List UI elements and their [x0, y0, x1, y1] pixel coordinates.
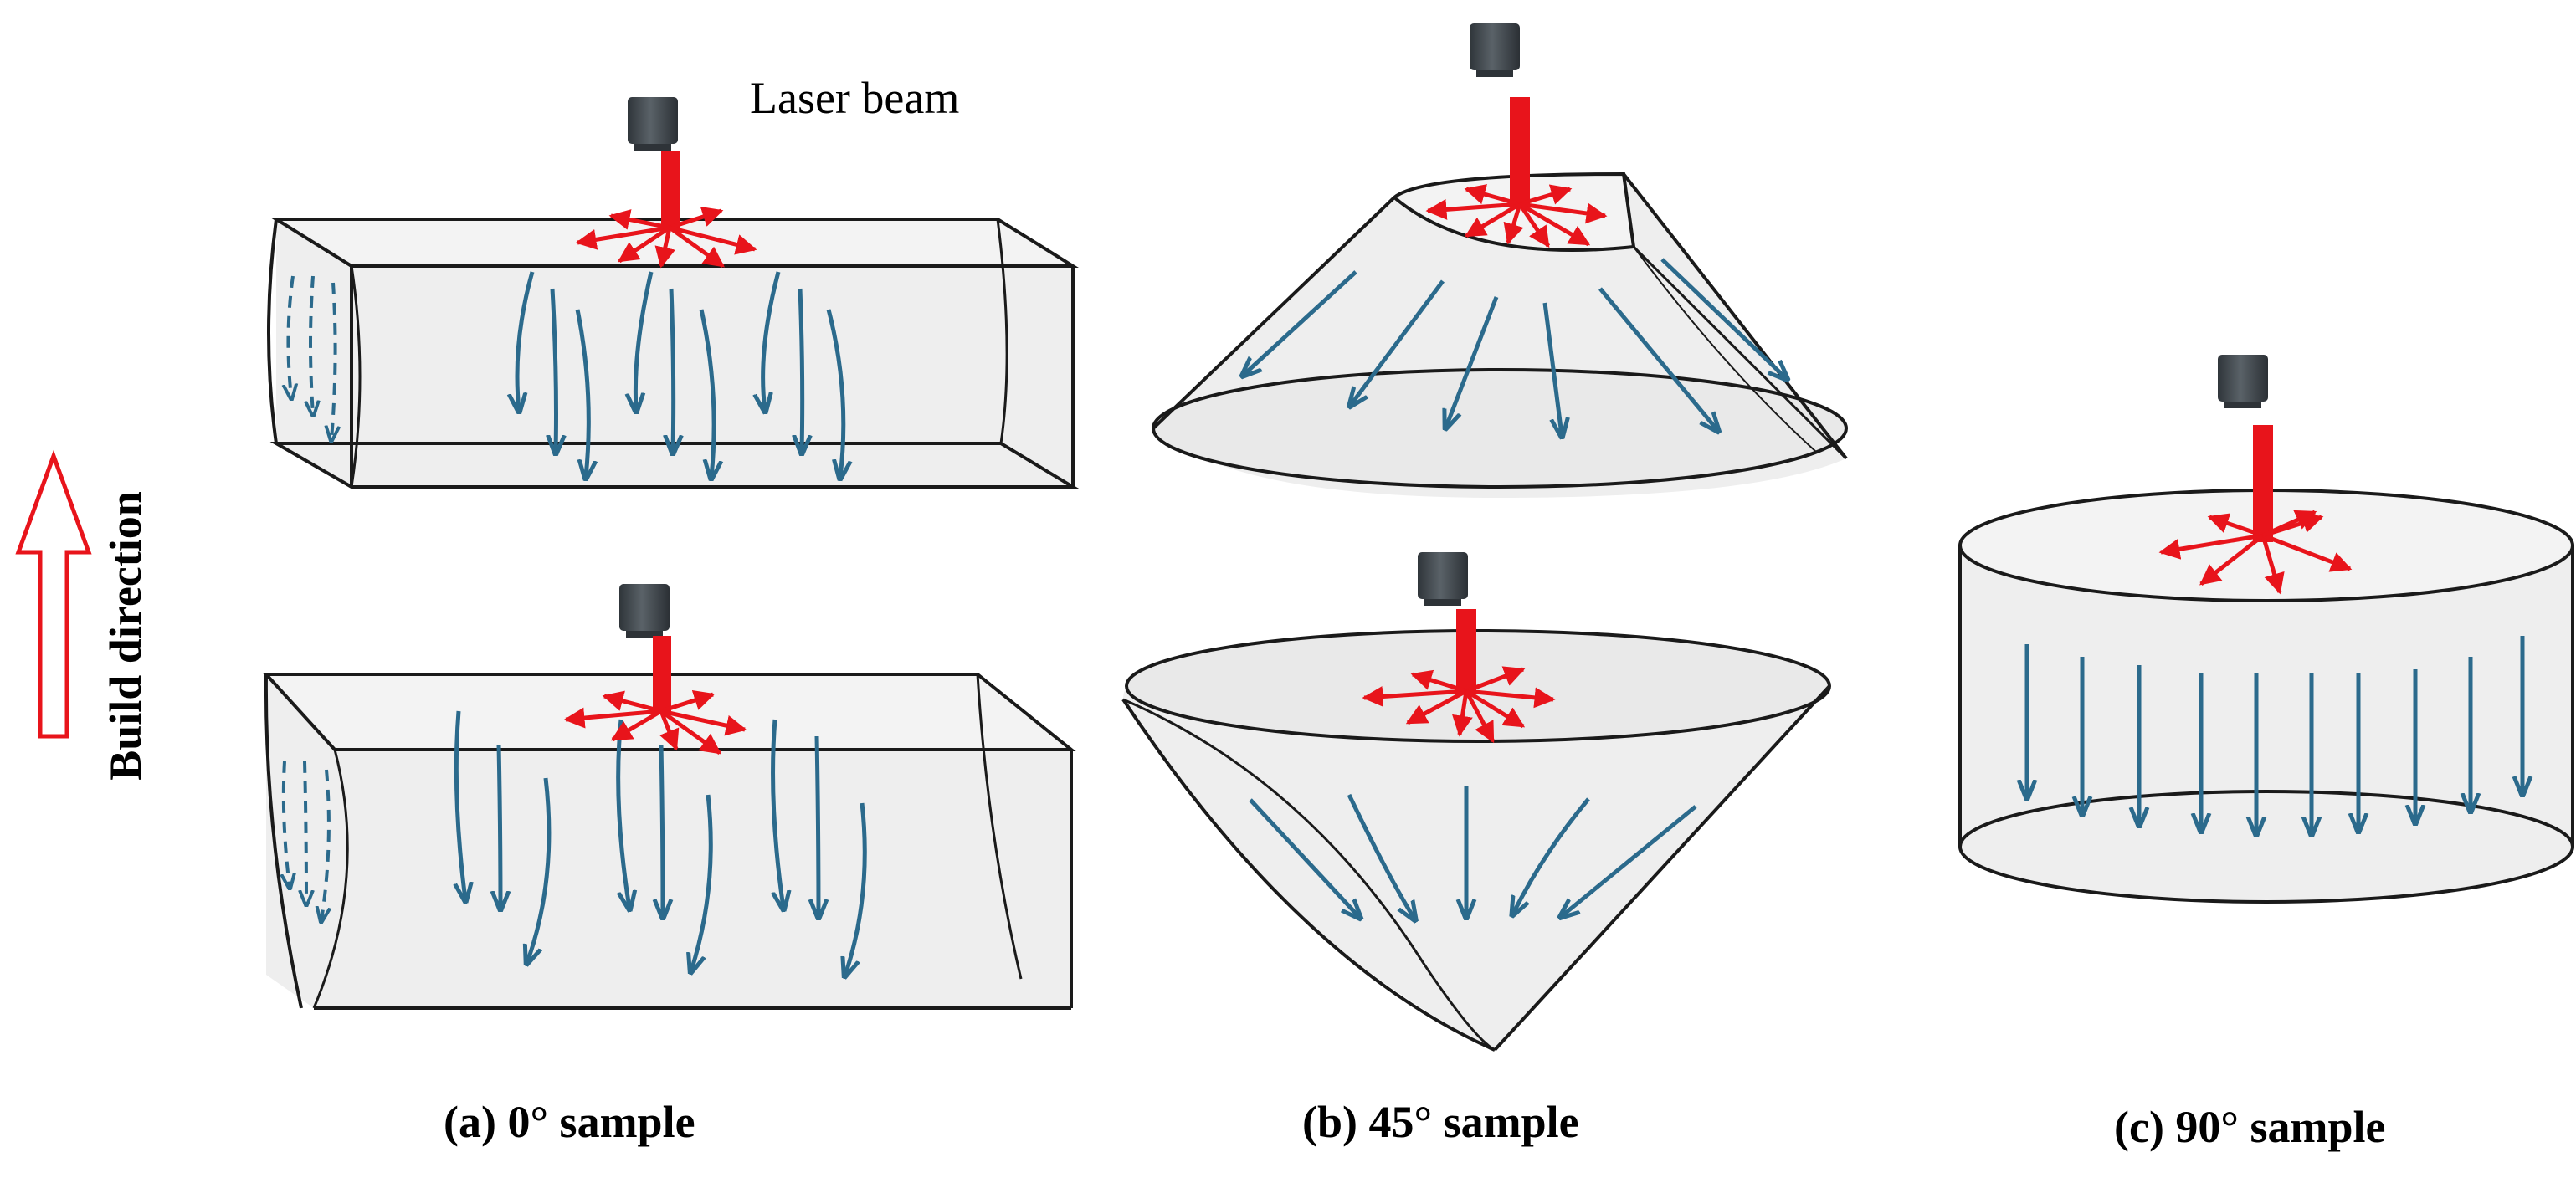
laser-nozzle-a-bottom [619, 584, 671, 713]
laser-beam-label: Laser beam [750, 73, 960, 123]
heat-flow-arrows-b-bottom [1362, 666, 1556, 744]
laser-nozzle-c [2218, 355, 2273, 542]
heat-flow-arrows-c [2158, 510, 2353, 595]
heat-flow-arrows-a-top [575, 207, 757, 269]
laser-nozzle-b-bottom [1418, 552, 1476, 693]
sample-a-top-block [267, 218, 1080, 489]
laser-nozzle-a-top [628, 97, 680, 228]
sample-a-bottom-block [262, 673, 1076, 1010]
laser-nozzle-b-top [1470, 23, 1530, 204]
caption-90-degree-sample: (c) 90° sample [2114, 1102, 2386, 1152]
heat-flow-arrows-b-top [1425, 184, 1608, 248]
caption-0-degree-sample: (a) 0° sample [444, 1097, 695, 1147]
heat-flow-arrows-a-bottom [563, 690, 747, 755]
build-direction-label: Build direction [100, 491, 151, 781]
sample-b-top-cone [1152, 172, 1848, 498]
build-direction-arrow [15, 449, 92, 739]
caption-45-degree-sample: (b) 45° sample [1302, 1097, 1579, 1147]
